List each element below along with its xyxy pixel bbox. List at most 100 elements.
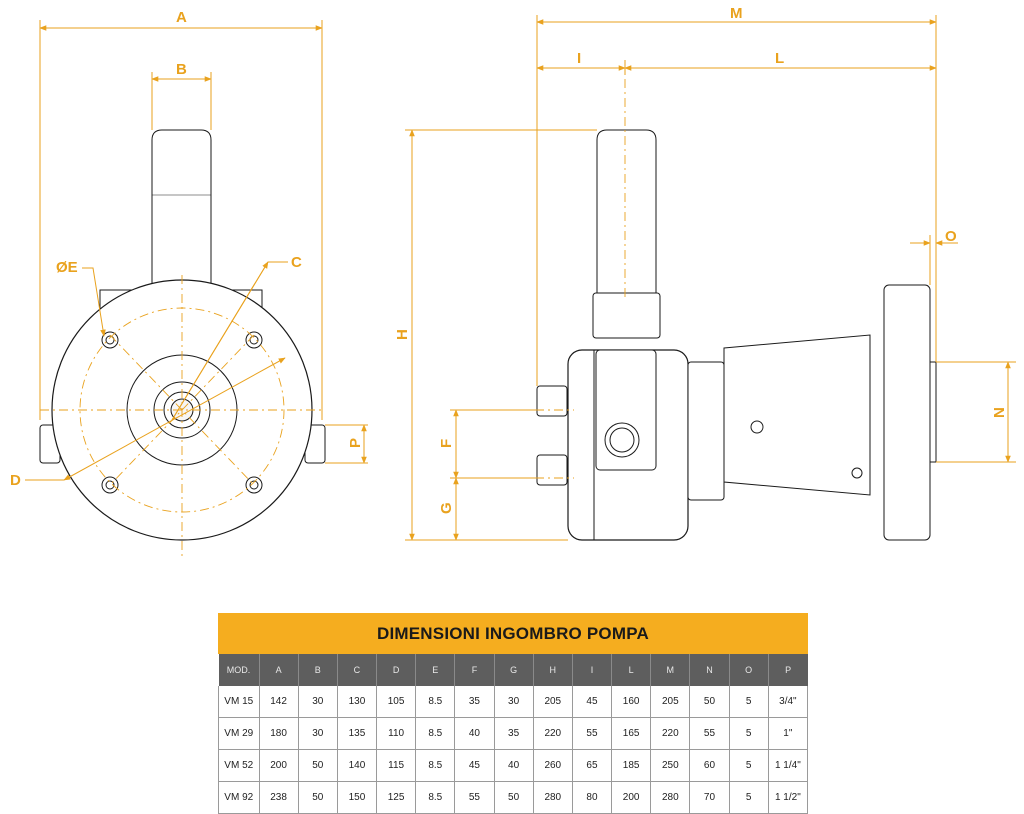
table-cell: 185: [611, 749, 652, 782]
table-cell: VM 52: [218, 749, 260, 782]
column-header: D: [376, 654, 417, 686]
table-title: DIMENSIONI INGOMBRO POMPA: [218, 613, 808, 654]
table-cell: 250: [650, 749, 691, 782]
table-cell: 1": [767, 717, 809, 750]
table-cell: 5: [728, 781, 769, 814]
table-cell: 200: [258, 749, 299, 782]
upper-port: [536, 385, 568, 417]
column-header: H: [533, 654, 573, 686]
dim-label-i: I: [577, 50, 581, 67]
column-header: M: [650, 654, 691, 686]
table-cell: 80: [571, 781, 613, 814]
column-header: O: [729, 654, 769, 686]
dim-label-e: ØE: [56, 259, 78, 276]
dim-label-a: A: [176, 9, 187, 26]
column-header: B: [298, 654, 338, 686]
table-cell: VM 15: [218, 686, 260, 718]
column-header: I: [572, 654, 613, 686]
table-cell: 60: [689, 749, 730, 782]
table-cell: 180: [258, 717, 299, 750]
table-cell: 165: [611, 717, 652, 750]
table-cell: 35: [454, 686, 495, 718]
table-cell: 5: [728, 686, 769, 718]
table-cell: 55: [571, 717, 613, 750]
table-cell: 140: [336, 749, 378, 782]
table-cell: 50: [689, 686, 730, 718]
table-cell: 8.5: [415, 749, 456, 782]
table-cell: 55: [689, 717, 730, 750]
column-header: MOD.: [218, 654, 260, 686]
motor-shaft: [929, 361, 937, 463]
table-cell: 135: [336, 717, 378, 750]
column-header: L: [611, 654, 652, 686]
table-cell: 280: [650, 781, 691, 814]
column-header: C: [337, 654, 378, 686]
table-cell: 280: [532, 781, 573, 814]
motor-flange: [883, 284, 931, 541]
table-cell: 238: [258, 781, 299, 814]
table-cell: 45: [571, 686, 613, 718]
table-cell: 50: [493, 781, 534, 814]
side-view: [536, 129, 937, 541]
table-cell: 200: [611, 781, 652, 814]
dim-label-n: N: [991, 407, 1008, 418]
table-cell: 8.5: [415, 686, 456, 718]
front-handle: [151, 129, 212, 285]
table-cell: 8.5: [415, 717, 456, 750]
table-cell: 130: [336, 686, 378, 718]
table-cell: 260: [532, 749, 573, 782]
dim-label-b: B: [176, 61, 187, 78]
lower-port: [536, 454, 568, 486]
table-cell: 50: [297, 749, 338, 782]
table-cell: 35: [493, 717, 534, 750]
table-cell: 220: [532, 717, 573, 750]
column-header: F: [454, 654, 495, 686]
dim-label-p: P: [347, 438, 364, 448]
dim-label-h: H: [394, 329, 411, 340]
column-header: E: [415, 654, 456, 686]
table-cell: 55: [454, 781, 495, 814]
table-cell: 142: [258, 686, 299, 718]
table-cell: 110: [376, 717, 417, 750]
table-cell: 70: [689, 781, 730, 814]
table-cell: 45: [454, 749, 495, 782]
dim-label-l: L: [775, 50, 784, 67]
table-cell: 30: [297, 717, 338, 750]
side-handle: [596, 129, 657, 295]
table-cell: 8.5: [415, 781, 456, 814]
table-cell: 30: [297, 686, 338, 718]
dim-label-g: G: [438, 502, 455, 514]
table-cell: 105: [376, 686, 417, 718]
table-cell: 205: [532, 686, 573, 718]
table-cell: 205: [650, 686, 691, 718]
table-cell: 125: [376, 781, 417, 814]
table-cell: 160: [611, 686, 652, 718]
table-cell: 150: [336, 781, 378, 814]
table-cell: VM 29: [218, 717, 260, 750]
table-cell: 3/4": [767, 686, 809, 718]
column-header: N: [689, 654, 730, 686]
front-view: [39, 129, 326, 541]
table-cell: 220: [650, 717, 691, 750]
table-cell: 115: [376, 749, 417, 782]
front-bolts: [101, 331, 263, 494]
dim-label-o: O: [945, 228, 957, 245]
table-cell: 50: [297, 781, 338, 814]
dim-label-f: F: [438, 439, 455, 448]
pump-dimension-drawing: A B C D ØE P M I L H F G N O: [10, 5, 1016, 560]
table-cell: 1 1/2": [767, 781, 809, 814]
dim-label-d: D: [10, 472, 21, 489]
table-cell: 5: [728, 717, 769, 750]
table-cell: VM 92: [218, 781, 260, 814]
column-header: A: [259, 654, 299, 686]
table-cell: 40: [454, 717, 495, 750]
column-header: G: [494, 654, 534, 686]
column-header: P: [768, 654, 808, 686]
